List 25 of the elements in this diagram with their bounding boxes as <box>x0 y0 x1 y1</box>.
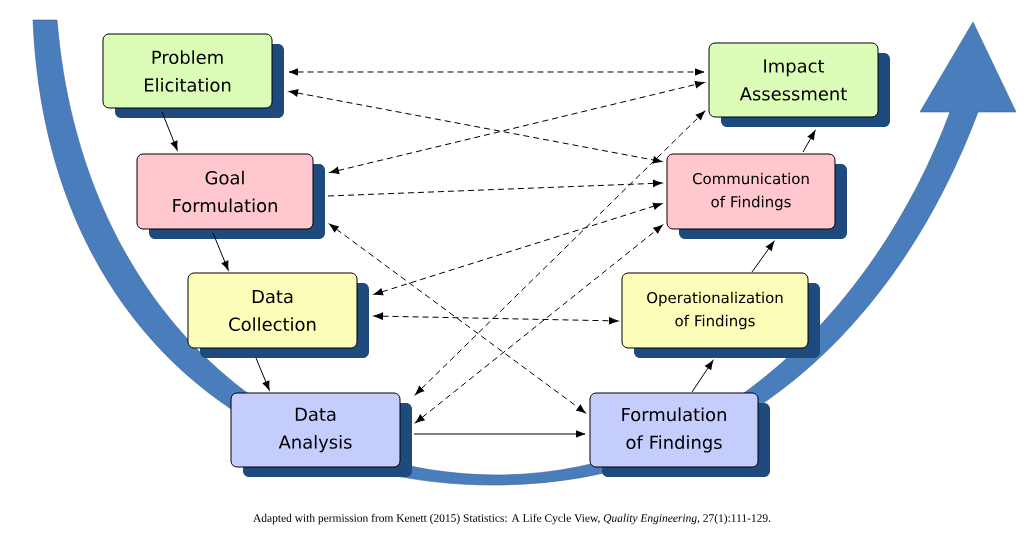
arrow <box>329 80 705 175</box>
arrow <box>255 357 270 391</box>
arrow <box>373 202 663 296</box>
arrow <box>413 430 586 438</box>
arrow <box>161 111 178 151</box>
process-box: Operationalization of Findings <box>621 272 820 358</box>
arrow <box>327 179 663 197</box>
arrow <box>288 68 705 76</box>
arrow <box>373 312 619 325</box>
arrow <box>802 130 816 153</box>
process-box: Communication of Findings <box>666 153 847 239</box>
process-box: Formulation of Findings <box>589 392 770 477</box>
process-box: Data Analysis <box>230 392 412 477</box>
arrow <box>415 111 705 395</box>
caption: Adapted with permission from Kenett (2015) Statistics: A Life Cycle View, Quality Engineering, 27(1):111-129. <box>253 513 771 525</box>
process-box: Impact Assessment <box>708 42 890 127</box>
arrow <box>751 241 775 273</box>
process-box: Data Collection <box>187 272 369 358</box>
arrow <box>415 224 663 424</box>
process-box: Problem Elicitation <box>102 33 284 118</box>
arrow <box>212 232 229 271</box>
arrow <box>288 89 663 164</box>
arrow <box>329 223 586 414</box>
process-box: Goal Formulation <box>136 153 325 239</box>
arrow <box>691 360 714 393</box>
